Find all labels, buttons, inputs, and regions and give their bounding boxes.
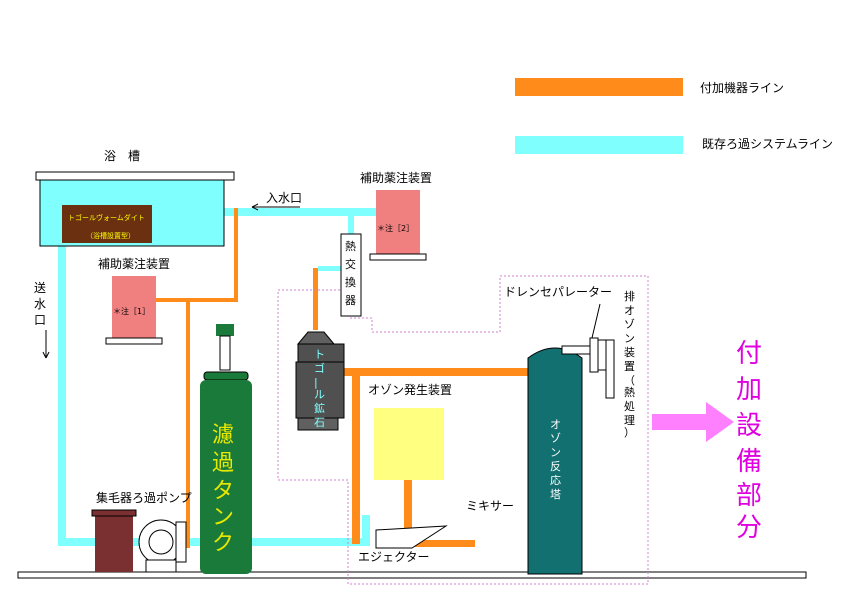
svg-text:理: 理 bbox=[624, 414, 635, 427]
svg-text:（: （ bbox=[624, 374, 635, 387]
svg-text:ル: ル bbox=[314, 388, 325, 401]
tourmaline-dike-label: トゴールヴォームダイト bbox=[68, 213, 145, 222]
hair-catcher-pump-label: 集毛器ろ過ポンプ bbox=[96, 490, 192, 505]
dosing-unit-1-label: 補助薬注装置 bbox=[98, 256, 170, 271]
svg-text:|: | bbox=[314, 376, 318, 389]
ozone-generator-label: オゾン発生装置 bbox=[368, 383, 452, 397]
added-section-arrow bbox=[652, 402, 734, 442]
inlet: 入水口 bbox=[251, 191, 302, 211]
svg-text:）: ） bbox=[624, 426, 635, 439]
hair-catcher bbox=[95, 512, 133, 572]
legend-added-swatch bbox=[515, 78, 683, 96]
svg-text:ト: ト bbox=[314, 348, 325, 361]
added-section-outline bbox=[277, 275, 649, 585]
svg-text:反: 反 bbox=[550, 460, 561, 473]
heat-exchanger: 熱 交 換 器 bbox=[340, 233, 362, 317]
svg-text:分: 分 bbox=[736, 513, 762, 543]
svg-text:部: 部 bbox=[736, 481, 762, 511]
bathtub-label: 浴 槽 bbox=[104, 149, 140, 163]
svg-text:備: 備 bbox=[736, 447, 762, 477]
outlet-label-1: 送 bbox=[34, 280, 46, 295]
exhaust-ozone-unit: 排 オ ゾ ン 装 置 （ 熱 処 理 ） bbox=[624, 289, 635, 439]
added-section-label: 付 加 設 備 部 分 bbox=[736, 339, 762, 543]
outlet-label-2: 水 bbox=[34, 297, 46, 311]
dosing-unit-1-note: ＊注［1］ bbox=[113, 306, 150, 316]
svg-text:換: 換 bbox=[345, 276, 356, 289]
svg-text:ゾ: ゾ bbox=[624, 318, 635, 331]
svg-text:塔: 塔 bbox=[550, 488, 561, 501]
hair-catcher-pump: 集毛器ろ過ポンプ bbox=[91, 490, 192, 573]
svg-text:ゾ: ゾ bbox=[550, 432, 561, 445]
tourmaline-stone-column: ト ゴ | ル 鉱 石 bbox=[295, 331, 345, 431]
svg-text:オ: オ bbox=[624, 304, 635, 317]
outlet-label-3: 口 bbox=[34, 313, 46, 327]
ozone-reactor: オ ゾ ン 反 応 塔 bbox=[527, 347, 583, 575]
svg-text:濾: 濾 bbox=[212, 423, 234, 448]
ozone-generator-box bbox=[374, 408, 444, 480]
ozone-generator: オゾン発生装置 bbox=[368, 383, 452, 480]
tourmaline-dike-sub-label: （浴槽設置型） bbox=[86, 231, 135, 240]
svg-text:装: 装 bbox=[624, 346, 635, 359]
dosing-unit-2-note: ＊注［2］ bbox=[377, 223, 414, 233]
dosing-unit-2: 補助薬注装置 ＊注［2］ bbox=[360, 170, 432, 261]
svg-text:熱: 熱 bbox=[624, 386, 635, 399]
ejector-label: エジェクター bbox=[358, 550, 430, 564]
bathtub: 浴 槽 トゴールヴォームダイト （浴槽設置型） bbox=[35, 149, 235, 247]
drain-separator-label: ドレンセパレーター bbox=[504, 285, 612, 299]
tourmaline-dike-block bbox=[62, 205, 152, 243]
svg-text:ゴ: ゴ bbox=[314, 361, 325, 375]
inlet-label: 入水口 bbox=[266, 191, 302, 205]
svg-text:鉱: 鉱 bbox=[314, 401, 325, 415]
dosing-unit-1: 補助薬注装置 ＊注［1］ bbox=[98, 256, 170, 345]
legend-existing-label: 既存ろ過システムライン bbox=[702, 137, 833, 151]
svg-text:設: 設 bbox=[736, 411, 762, 441]
filter-tank: 濾 過 タ ン ク bbox=[200, 324, 252, 574]
svg-text:処: 処 bbox=[624, 400, 635, 413]
svg-text:過: 過 bbox=[212, 451, 234, 476]
svg-text:熱: 熱 bbox=[345, 240, 356, 253]
svg-text:ン: ン bbox=[550, 446, 561, 459]
svg-text:応: 応 bbox=[550, 473, 561, 487]
svg-text:石: 石 bbox=[314, 416, 325, 429]
svg-text:置: 置 bbox=[624, 360, 635, 373]
svg-text:加: 加 bbox=[736, 375, 762, 405]
svg-text:付: 付 bbox=[736, 339, 762, 369]
svg-text:オ: オ bbox=[550, 418, 561, 431]
svg-text:排: 排 bbox=[624, 289, 635, 303]
svg-text:タ: タ bbox=[212, 479, 234, 504]
dosing-unit-2-tank bbox=[376, 190, 420, 254]
svg-text:ン: ン bbox=[212, 505, 234, 530]
svg-text:交: 交 bbox=[345, 257, 356, 271]
added-equipment-pipes bbox=[156, 208, 528, 548]
legend-existing-swatch bbox=[515, 136, 683, 154]
dosing-unit-1-tank bbox=[112, 276, 156, 338]
dosing-unit-2-label: 補助薬注装置 bbox=[360, 170, 432, 185]
legend-added-label: 付加機器ライン bbox=[700, 80, 784, 95]
outlet: 送 水 口 bbox=[34, 280, 50, 359]
drain-separator: ドレンセパレーター bbox=[504, 285, 615, 399]
svg-text:器: 器 bbox=[345, 294, 356, 307]
svg-text:ン: ン bbox=[624, 332, 635, 345]
svg-text:ク: ク bbox=[212, 531, 234, 556]
ejector: エジェクター bbox=[358, 525, 448, 564]
ground-line bbox=[17, 571, 807, 579]
legend: 付加機器ライン 既存ろ過システムライン bbox=[515, 78, 833, 154]
mixer-label: ミキサー bbox=[466, 499, 514, 513]
